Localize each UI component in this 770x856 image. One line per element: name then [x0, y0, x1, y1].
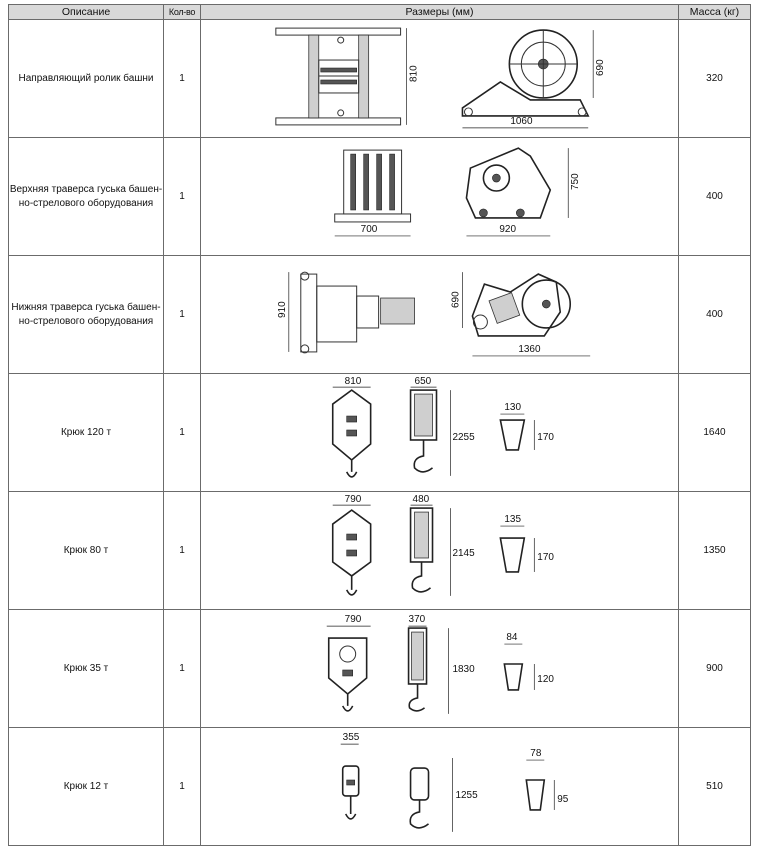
- dim-a: 810: [409, 65, 420, 82]
- equipment-table: Описание Кол-во Размеры (мм) Масса (кг) …: [8, 4, 751, 846]
- dim-b: 690: [450, 291, 461, 308]
- row-description: Крюк 120 т: [8, 373, 164, 492]
- dim-c: 1255: [455, 790, 478, 801]
- dim-c: 1830: [452, 664, 475, 675]
- upper-traverse-side-view: [465, 147, 552, 219]
- header-mass: Масса (кг): [678, 4, 751, 20]
- hook-35-drawing: 790 370 1830 84 1: [326, 614, 554, 714]
- header-quantity: Кол-во: [163, 4, 201, 20]
- row-mass: 510: [678, 727, 751, 846]
- row-description: Верхняя траверса гуська башен-но-стрелов…: [8, 137, 164, 256]
- row-dimensions-drawing: 910 690 1360: [200, 255, 679, 374]
- dim-c: 2145: [452, 548, 475, 559]
- header-dimensions: Размеры (мм): [200, 4, 679, 20]
- hook-block-front: [327, 637, 368, 695]
- row-dimensions-drawing: 810 690 1060: [200, 19, 679, 138]
- row-dimensions-drawing: 790 480 2145 135: [200, 491, 679, 610]
- dim-b: 750: [570, 173, 581, 190]
- row-description: Нижняя траверса гуська башен-но-стрелово…: [8, 255, 164, 374]
- dim-d: 78: [530, 748, 542, 759]
- dim-d: 135: [504, 514, 521, 525]
- table-row: Крюк 120 т 1 810 650 2255 13: [8, 373, 751, 492]
- row-mass: 1640: [678, 373, 751, 492]
- hook-tip: [503, 663, 524, 691]
- lower-traverse-top-view: [300, 271, 415, 354]
- dim-d: 84: [506, 632, 518, 643]
- dim-a: 810: [345, 376, 362, 387]
- dim-e: 170: [537, 432, 554, 443]
- row-quantity: 1: [163, 491, 201, 610]
- upper-traverse-front-view: [334, 149, 412, 223]
- hook-120-drawing: 810 650 2255 130: [331, 376, 554, 478]
- dim-a: 700: [361, 224, 378, 235]
- row-quantity: 1: [163, 373, 201, 492]
- row-description: Крюк 80 т: [8, 491, 164, 610]
- dim-a: 790: [345, 494, 362, 505]
- dim-b: 480: [413, 494, 430, 505]
- lower-traverse-drawing: 910 690 1360: [277, 271, 591, 357]
- dim-b: 690: [595, 59, 606, 76]
- table-row: Крюк 12 т 1 355 1255 78 95: [8, 727, 751, 846]
- guide-roller-side-view: [461, 29, 590, 117]
- row-quantity: 1: [163, 255, 201, 374]
- dim-c: 1060: [510, 116, 533, 127]
- dim-a: 790: [345, 614, 362, 625]
- hook-tip: [499, 537, 526, 573]
- hook-12-drawing: 355 1255 78 95: [340, 732, 569, 832]
- table-row: Нижняя траверса гуська башен-но-стрелово…: [8, 255, 751, 374]
- row-mass: 400: [678, 255, 751, 374]
- row-mass: 1350: [678, 491, 751, 610]
- row-quantity: 1: [163, 137, 201, 256]
- row-dimensions-drawing: 810 650 2255 130: [200, 373, 679, 492]
- dim-c: 920: [499, 224, 516, 235]
- dim-a: 355: [343, 732, 360, 743]
- lower-traverse-side-view: [471, 273, 572, 337]
- dim-b: 370: [409, 614, 426, 625]
- row-mass: 320: [678, 19, 751, 138]
- dim-c: 2255: [452, 432, 475, 443]
- hook-block-side: [409, 767, 430, 801]
- upper-traverse-drawing: 700 750 920: [334, 147, 581, 237]
- dim-e: 170: [537, 552, 554, 563]
- hook-80-drawing: 790 480 2145 135: [331, 494, 554, 596]
- table-row: Направляющий ролик башни 1: [8, 19, 751, 138]
- row-quantity: 1: [163, 727, 201, 846]
- header-description: Описание: [8, 4, 164, 20]
- row-mass: 400: [678, 137, 751, 256]
- dim-a: 910: [277, 301, 288, 318]
- hook-block-front: [331, 509, 372, 577]
- hook-block-front: [331, 389, 372, 461]
- hook-tip: [525, 779, 546, 811]
- table-header-row: Описание Кол-во Размеры (мм) Масса (кг): [8, 4, 751, 20]
- row-description: Направляющий ролик башни: [8, 19, 164, 138]
- table-row: Крюк 80 т 1 790 480 2145 135: [8, 491, 751, 610]
- guide-roller-front-view: [275, 27, 402, 126]
- row-quantity: 1: [163, 609, 201, 728]
- dim-e: 95: [557, 794, 569, 805]
- row-dimensions-drawing: 355 1255 78 95: [200, 727, 679, 846]
- table-row: Крюк 35 т 1 790 370 1830 84: [8, 609, 751, 728]
- table-row: Верхняя траверса гуська башен-но-стрелов…: [8, 137, 751, 256]
- dim-d: 130: [504, 402, 521, 413]
- dim-c: 1360: [518, 344, 541, 355]
- row-description: Крюк 12 т: [8, 727, 164, 846]
- hook-tip: [499, 419, 526, 451]
- guide-roller-drawing: 810 690 1060: [275, 27, 606, 129]
- row-dimensions-drawing: 700 750 920: [200, 137, 679, 256]
- hook-block-front: [341, 765, 360, 797]
- row-quantity: 1: [163, 19, 201, 138]
- dim-b: 650: [415, 376, 432, 387]
- row-mass: 900: [678, 609, 751, 728]
- row-dimensions-drawing: 790 370 1830 84 1: [200, 609, 679, 728]
- dim-e: 120: [537, 674, 554, 685]
- row-description: Крюк 35 т: [8, 609, 164, 728]
